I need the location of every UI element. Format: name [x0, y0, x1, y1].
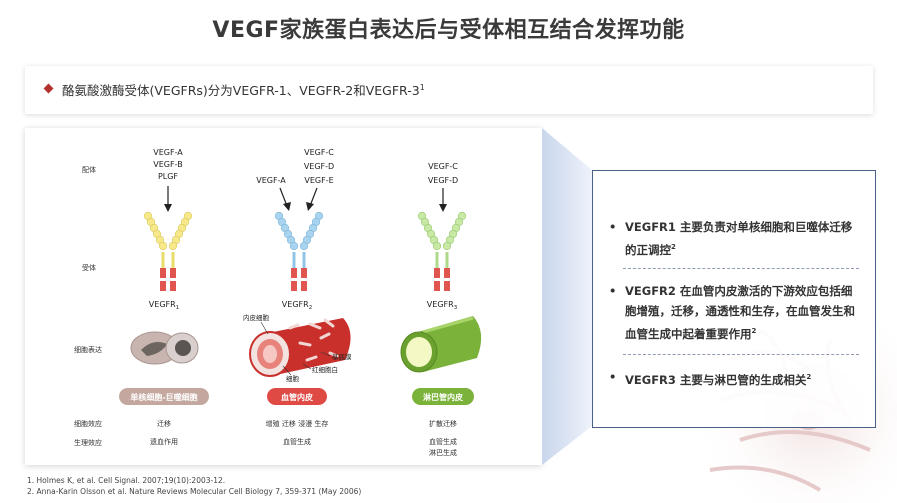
references: 1. Holmes K, et al. Cell Signal. 2007;19…: [27, 475, 361, 497]
bullet-icon: •: [609, 284, 617, 298]
arrow-head-icon: [283, 202, 291, 211]
ligand-label: VEGF-D: [428, 176, 458, 185]
info-sup: 2: [671, 243, 676, 251]
annotation-label: 基底膜: [332, 352, 352, 361]
info-text-main: VEGFR3 主要与淋巴管的生成相关: [625, 372, 807, 387]
ligand-label: VEGF-D: [304, 162, 334, 171]
annotation-line: [282, 365, 292, 376]
annotation-line: [320, 351, 331, 357]
reference-item: 2. Anna-Karin Olsson et al. Nature Revie…: [27, 487, 362, 496]
cell-badge-label: 单核细胞-巨噬细胞: [130, 392, 197, 402]
arrow-head-icon: [164, 204, 172, 212]
annotation-label: 细胞: [286, 374, 300, 383]
cell-effect-text: 迁移: [157, 419, 171, 428]
monocyte-cell-icon: [130, 331, 199, 365]
row-label-bio-effect: 生理效应: [74, 438, 102, 447]
annotation-label: 内皮细胞: [243, 313, 270, 322]
arrow-head-icon: [306, 202, 314, 211]
info-item-vegfr3: • VEGFR3 主要与淋巴管的生成相关2: [609, 367, 863, 390]
info-item-text: VEGFR3 主要与淋巴管的生成相关2: [609, 367, 863, 390]
ligand-label: VEGF-A: [256, 176, 286, 185]
bio-effect-text: 血管生成: [429, 437, 457, 446]
ligand-label: VEGF-B: [153, 160, 182, 169]
cell-badge: [267, 388, 327, 405]
receptor-vegfr1-icon: [143, 211, 193, 291]
info-item-text: VEGFR1 主要负责对单核细胞和巨噬体迁移的正调控2: [609, 217, 863, 260]
receptor-label: VEGFR1: [149, 300, 179, 311]
bio-effect-text: 血管生成: [283, 437, 311, 446]
receptor-sub: 1: [176, 305, 180, 311]
receptor-name: VEGFR: [149, 300, 176, 309]
vegfr-diagram: 配体 受体 细胞表达 细胞效应 生理效应 VEGF-A VEGF-B PLGF: [74, 148, 482, 457]
cell-badge: [119, 388, 209, 405]
cell-badge-label: 淋巴管内皮: [423, 392, 463, 402]
ligand-label: VEGF-E: [304, 176, 333, 185]
receptor-vegfr3-icon: [417, 211, 467, 291]
annotation-line: [260, 321, 269, 335]
dashed-divider: [623, 354, 859, 355]
info-text-main: VEGFR1 主要负责对单核细胞和巨噬体迁移的正调控: [625, 220, 853, 257]
arrow-head-icon: [439, 204, 447, 212]
annotation-label: 红细胞白: [312, 365, 338, 374]
column-vegfr2: VEGF-A VEGF-C VEGF-D VEGF-E VEGFR2: [243, 148, 352, 446]
row-label-ligand: 配体: [82, 165, 96, 174]
bullet-icon: •: [609, 220, 617, 234]
subtitle-main: 酪氨酸激酶受体(VEGFRs)分为VEGFR-1、VEGFR-2和VEGFR-3: [62, 83, 420, 98]
ligand-label: PLGF: [158, 172, 178, 181]
subtitle-text: 酪氨酸激酶受体(VEGFRs)分为VEGFR-1、VEGFR-2和VEGFR-3…: [62, 80, 425, 99]
receptor-label: VEGFR2: [282, 300, 312, 311]
ligand-label: VEGF-A: [153, 148, 183, 157]
lymphatic-vessel-icon: [400, 316, 482, 373]
cell-effect-text: 扩散迁移: [429, 419, 457, 428]
bio-effect-text: 淋巴生成: [429, 448, 457, 457]
row-label-cell-effect: 细胞效应: [74, 419, 102, 428]
receptor-sub: 3: [454, 305, 458, 311]
ligand-label: VEGF-C: [304, 148, 334, 157]
receptor-name: VEGFR: [427, 300, 454, 309]
reference-item: 1. Holmes K, et al. Cell Signal. 2007;19…: [27, 476, 226, 485]
page-title: VEGF家族蛋白表达后与受体相互结合发挥功能: [212, 18, 685, 43]
receptor-sub: 2: [309, 305, 313, 311]
info-sup: 2: [751, 327, 757, 335]
receptor-name: VEGFR: [282, 300, 309, 309]
info-item-vegfr2: • VEGFR2 在血管内皮激活的下游效应包括细胞增殖，迁移，通透性和生存，在血…: [609, 281, 863, 344]
row-label-cell-expression: 细胞表达: [74, 345, 102, 354]
cell-badge: [412, 388, 474, 405]
cell-effect-text: 增殖 迁移 浸漫 生存: [266, 419, 329, 428]
info-item-vegfr1: • VEGFR1 主要负责对单核细胞和巨噬体迁移的正调控2: [609, 217, 863, 260]
annotation-line: [302, 363, 312, 370]
bullet-icon: •: [609, 370, 617, 384]
column-vegfr1: VEGF-A VEGF-B PLGF VEGFR1: [119, 148, 209, 446]
subtitle-sup: 1: [419, 82, 425, 92]
blood-vessel-icon: [249, 318, 351, 377]
ligand-label: VEGF-C: [428, 162, 458, 171]
info-text-main: VEGFR2 在血管内皮激活的下游效应包括细胞增殖，迁移，通透性和生存，在血管发…: [625, 284, 855, 341]
diamond-bullet-icon: [43, 83, 54, 94]
arrow-line: [279, 187, 288, 207]
receptor-label: VEGFR3: [427, 300, 458, 311]
dashed-divider: [623, 268, 859, 269]
arrow-line: [309, 187, 318, 207]
receptor-vegfr2-icon: [274, 211, 324, 291]
info-sup: 2: [806, 373, 812, 381]
connector-wedge: [542, 128, 592, 465]
row-label-receptor: 受体: [82, 263, 96, 272]
info-item-text: VEGFR2 在血管内皮激活的下游效应包括细胞增殖，迁移，通透性和生存，在血管发…: [609, 281, 863, 344]
cell-badge-label: 血管内皮: [281, 392, 313, 402]
column-vegfr3: VEGF-C VEGF-D VEGFR3: [400, 162, 482, 457]
subtitle-box: 酪氨酸激酶受体(VEGFRs)分为VEGFR-1、VEGFR-2和VEGFR-3…: [25, 66, 873, 114]
info-box: • VEGFR1 主要负责对单核细胞和巨噬体迁移的正调控2 • VEGFR2 在…: [592, 170, 876, 428]
diagram-panel: 配体 受体 细胞表达 细胞效应 生理效应 VEGF-A VEGF-B PLGF: [25, 128, 542, 465]
bio-effect-text: 遗血作用: [150, 437, 178, 446]
